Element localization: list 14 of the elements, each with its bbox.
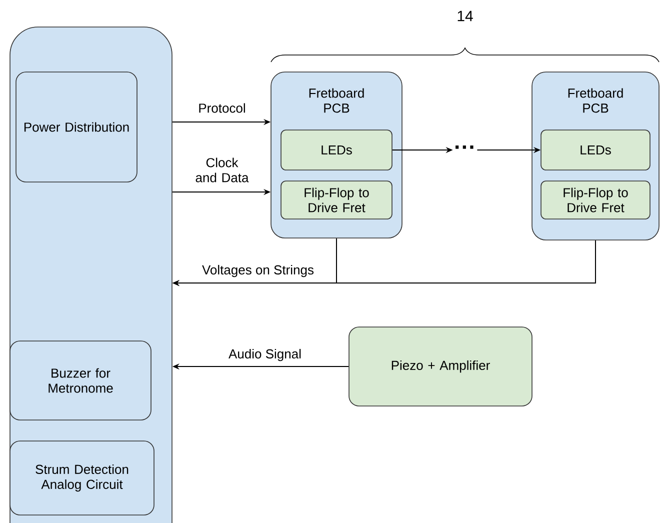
- module-box: Buzzer for Metronome: [10, 340, 152, 420]
- edge-label: Clock and Data: [186, 156, 258, 184]
- module-box: Strum Detection Analog Circuit: [10, 440, 154, 516]
- ellipsis: ···: [456, 146, 474, 149]
- component-box: Flip-Flop to Drive Fret: [540, 180, 650, 220]
- component-box: LEDs: [540, 130, 650, 170]
- component-box: Flip-Flop to Drive Fret: [280, 180, 392, 220]
- edge-label: Protocol: [197, 102, 247, 114]
- component-box: LEDs: [280, 130, 392, 170]
- sensor-box: Piezo + Amplifier: [348, 326, 532, 406]
- edge-label: Audio Signal: [228, 348, 302, 362]
- edge-label: Voltages on Strings: [201, 264, 316, 278]
- module-box: Power Distribution: [16, 72, 138, 182]
- count-label: 14: [458, 10, 473, 22]
